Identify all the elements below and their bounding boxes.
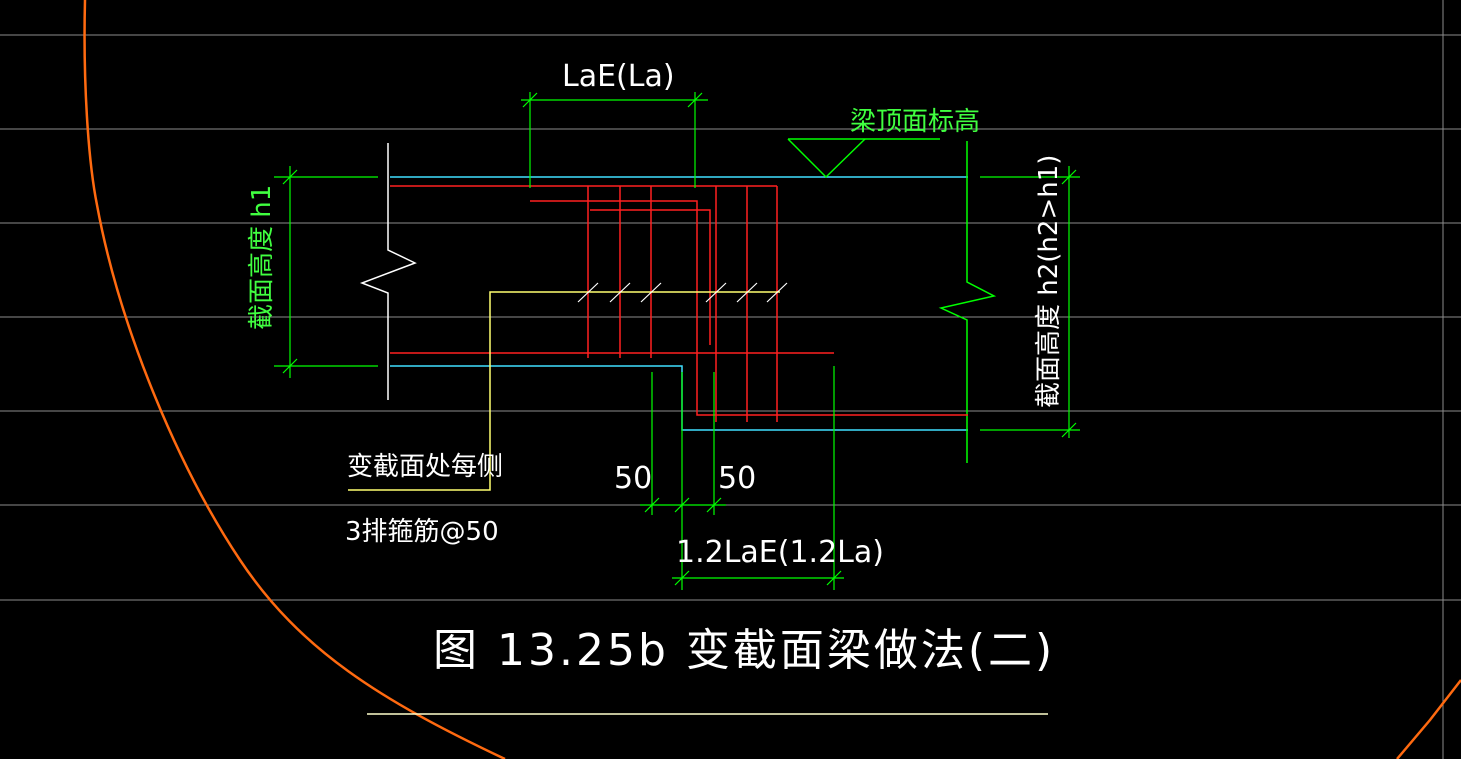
left-section-end: [359, 143, 417, 400]
lae-12-label: 1.2LaE(1.2La): [676, 535, 884, 570]
section-height-h2-label: 截面高度 h2(h2>h1): [1034, 155, 1064, 408]
dimension-lines: [274, 92, 1080, 590]
circle-arc: [83, 0, 1461, 759]
beam-outline: [390, 176, 968, 431]
variable-section-label: 变截面处每侧: [347, 452, 503, 482]
rebar-group: [390, 185, 968, 422]
figure-caption: 图 13.25b 变截面梁做法(二): [433, 625, 1055, 676]
right-section-end: [938, 141, 997, 463]
dim-50-left-label: 50: [614, 461, 652, 496]
elevation-symbol: [787, 138, 940, 179]
section-height-h1-label: 截面高度 h1: [247, 185, 277, 330]
stirrups-spec-label: 3排箍筋@50: [345, 517, 499, 547]
stirrup-leader: [348, 282, 788, 491]
beam-top-elevation-label: 梁顶面标高: [850, 107, 980, 137]
lae-la-label: LaE(La): [562, 59, 675, 94]
dim-50-right-label: 50: [718, 461, 756, 496]
